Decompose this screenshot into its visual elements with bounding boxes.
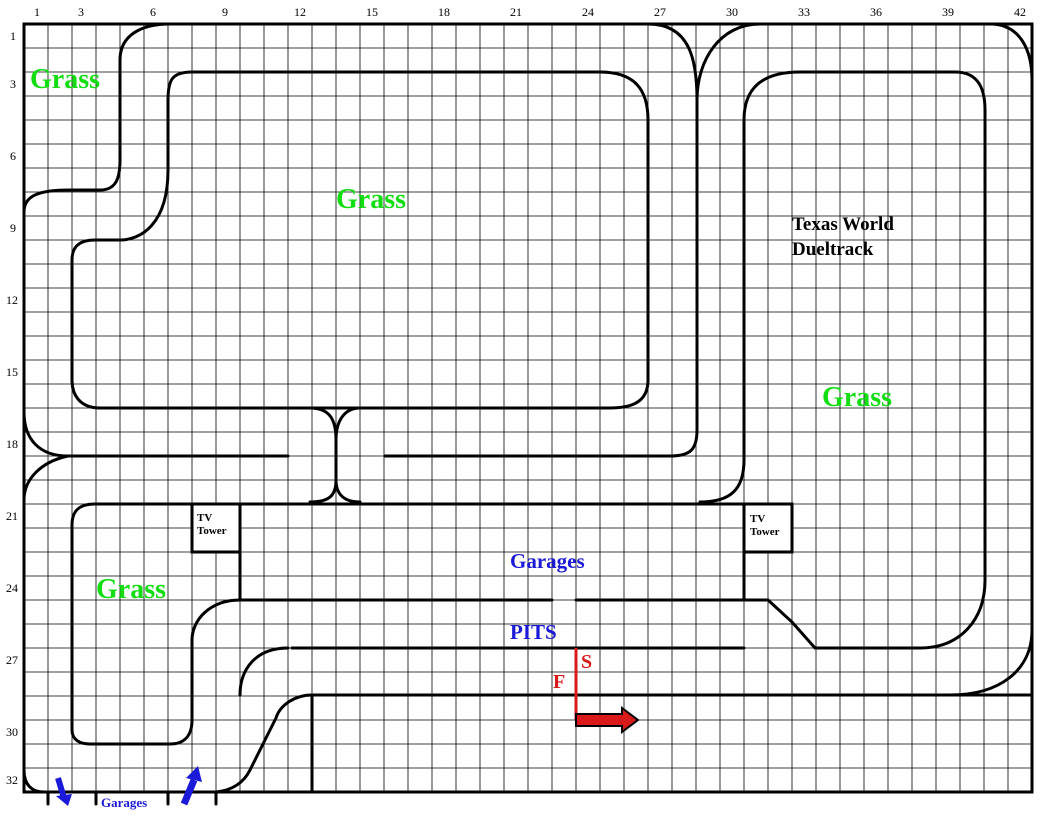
- column-label: 18: [438, 5, 450, 19]
- right-arrow-icon: [575, 706, 640, 734]
- tv-tower-right-line1: TV: [750, 513, 766, 525]
- row-label: 21: [6, 509, 18, 523]
- up-arrow-icon: [180, 766, 202, 806]
- start-marker: S: [581, 651, 593, 673]
- column-label: 30: [726, 5, 738, 19]
- row-label: 18: [6, 437, 18, 451]
- column-label: 9: [222, 5, 228, 19]
- track-name-line1: Texas World: [792, 214, 894, 235]
- pits-label: PITS: [510, 620, 557, 644]
- column-label: 1: [34, 5, 40, 19]
- tv-tower-right-label: TV Tower: [750, 513, 780, 539]
- garages-label: Garages: [510, 549, 585, 573]
- tv-tower-left-line2: Tower: [197, 525, 227, 537]
- column-label: 36: [870, 5, 882, 19]
- row-label: 1: [10, 29, 16, 43]
- row-label: 15: [6, 365, 18, 379]
- column-label: 27: [654, 5, 666, 19]
- tv-tower-left-label: TV Tower: [197, 512, 227, 538]
- finish-marker: F: [553, 671, 566, 693]
- column-label: 15: [366, 5, 378, 19]
- tv-tower-right-line2: Tower: [750, 526, 780, 538]
- column-label: 33: [798, 5, 810, 19]
- column-label: 3: [78, 5, 84, 19]
- tv-tower-right: [742, 502, 794, 554]
- grass-label-center: Grass: [336, 184, 406, 215]
- garages-bottom-label: Garages: [101, 795, 148, 810]
- row-label: 27: [6, 653, 18, 667]
- row-label: 3: [10, 77, 16, 91]
- tv-tower-left: [190, 502, 242, 554]
- grass-label-right: Grass: [822, 382, 892, 413]
- column-label: 21: [510, 5, 522, 19]
- row-label: 30: [6, 725, 18, 739]
- tv-tower-left-line1: TV: [197, 512, 213, 524]
- grass-label-bottom-left: Grass: [96, 574, 166, 605]
- row-label: 6: [10, 149, 16, 163]
- down-arrow-icon: [55, 777, 72, 806]
- column-label: 6: [150, 5, 156, 19]
- column-label: 42: [1014, 5, 1026, 19]
- row-label: 9: [10, 221, 16, 235]
- column-label: 24: [582, 5, 594, 19]
- row-label: 12: [6, 293, 18, 307]
- track-name: Texas World Dueltrack: [792, 212, 894, 262]
- column-label: 12: [294, 5, 306, 19]
- grass-label-top-left: Grass: [30, 64, 100, 95]
- row-label: 24: [6, 581, 18, 595]
- track-name-line2: Dueltrack: [792, 239, 874, 260]
- row-label: 32: [6, 773, 18, 787]
- column-label: 39: [942, 5, 954, 19]
